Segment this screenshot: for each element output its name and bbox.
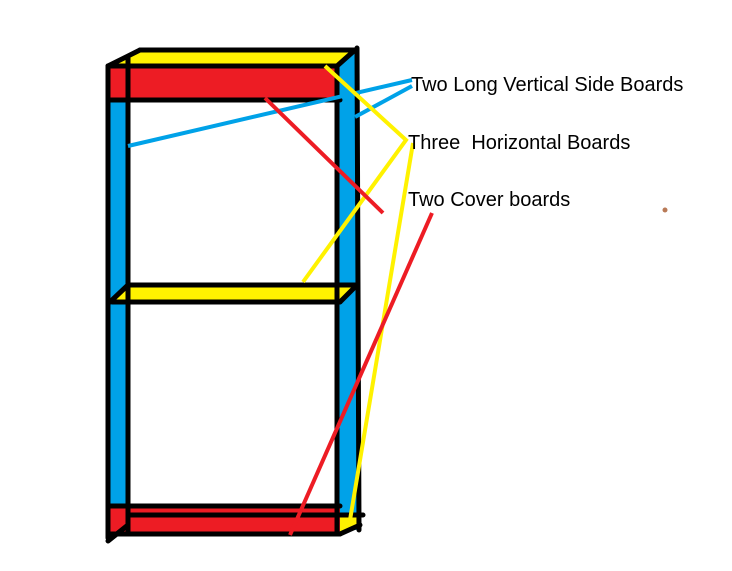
label-horizontal-boards: Three Horizontal Boards: [408, 132, 631, 154]
top-board: [108, 50, 355, 66]
horizontal-boards-pointer: [301, 64, 409, 284]
outline: [105, 45, 366, 544]
top-cover-board: [108, 66, 337, 100]
pointer-lines: [127, 64, 434, 536]
bottom-cover-board: [108, 506, 340, 534]
stray-dot: [662, 207, 668, 213]
cover-boards-pointer: [263, 96, 385, 215]
label-side-boards: Two Long Vertical Side Boards: [411, 74, 684, 96]
horizontal-boards: [108, 50, 360, 535]
label-cover-boards: Two Cover boards: [408, 189, 571, 211]
middle-board: [110, 285, 357, 302]
side-boards-pointer: [127, 78, 413, 148]
side-boards-pointer-2: [354, 84, 413, 119]
cover-boards-pointer-2: [288, 212, 434, 536]
